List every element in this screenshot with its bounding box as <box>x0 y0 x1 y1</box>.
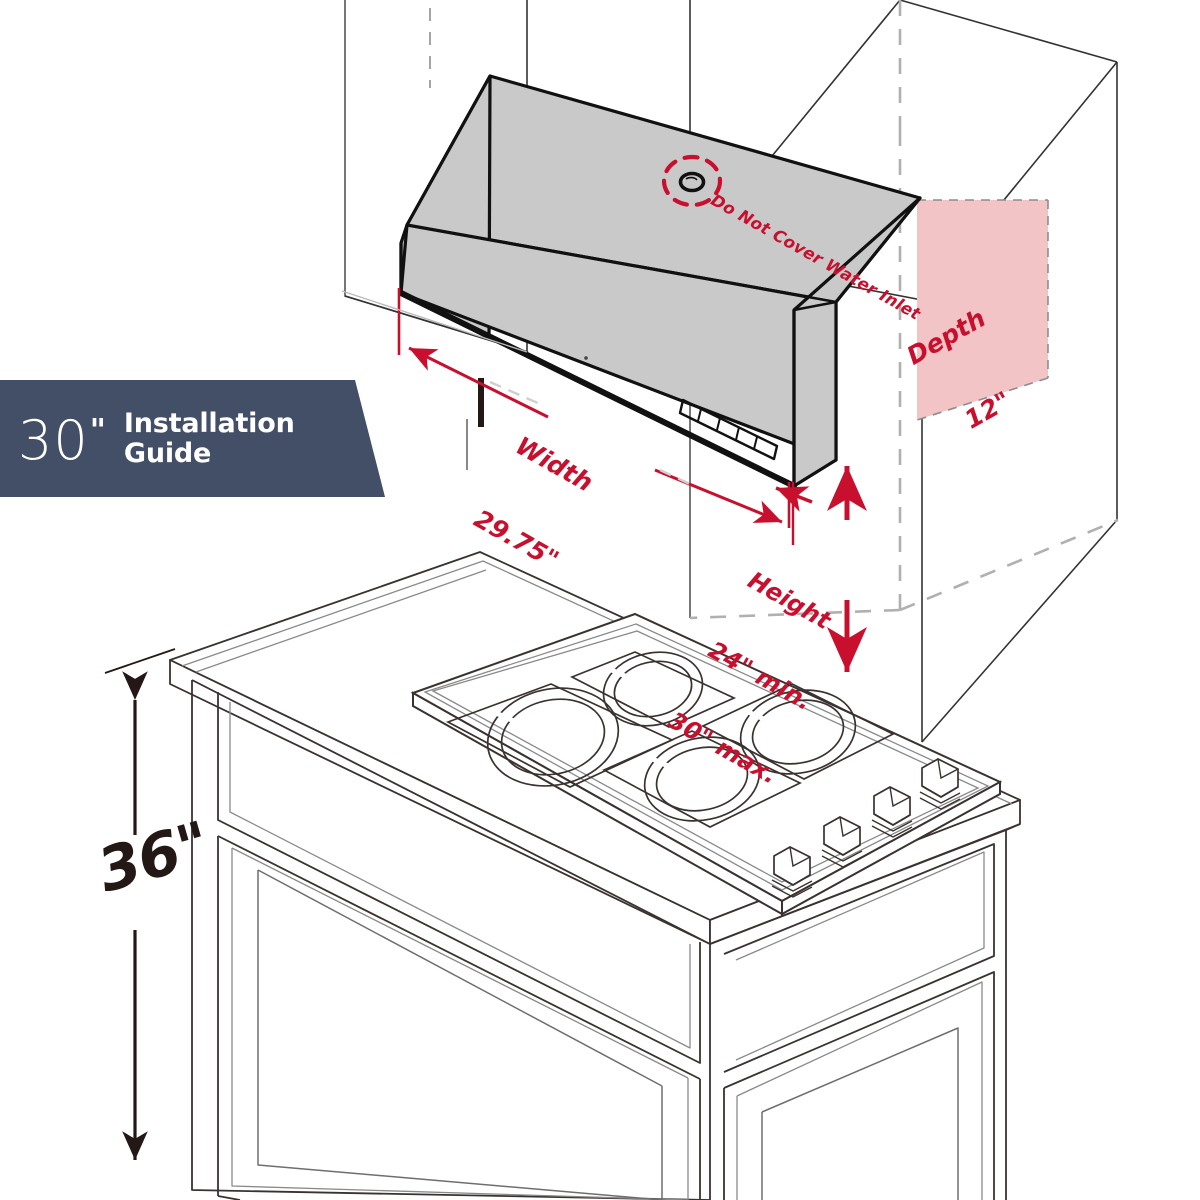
hood-control-panel[interactable] <box>678 398 779 461</box>
height-dimension <box>775 466 867 672</box>
burner-2 <box>569 651 737 728</box>
knob-2[interactable] <box>821 816 863 868</box>
duct-stub <box>466 378 484 470</box>
knob-3[interactable] <box>871 786 913 838</box>
gas-cooktop <box>410 612 1003 916</box>
counter-height-dimension <box>104 648 176 1160</box>
depth-highlight-panel <box>916 199 1049 421</box>
knob-4[interactable] <box>919 758 961 810</box>
water-inlet-marker <box>661 154 723 208</box>
hood-front-dot <box>584 356 588 360</box>
knob-1[interactable] <box>771 846 813 898</box>
badge-title: Installation Guide <box>124 409 295 467</box>
badge-title-line2: Guide <box>123 437 212 469</box>
burner-4 <box>701 683 895 780</box>
range-hood <box>398 74 922 489</box>
badge-size-unit: " <box>89 412 107 449</box>
badge-background <box>0 380 385 497</box>
badge-size-number: 30 <box>18 408 89 472</box>
badge-size: 30" <box>18 412 107 468</box>
badge-title-line1: Installation <box>123 408 295 440</box>
cooktop-knobs[interactable] <box>771 758 961 898</box>
installation-guide-badge: 30" Installation Guide <box>0 380 385 497</box>
